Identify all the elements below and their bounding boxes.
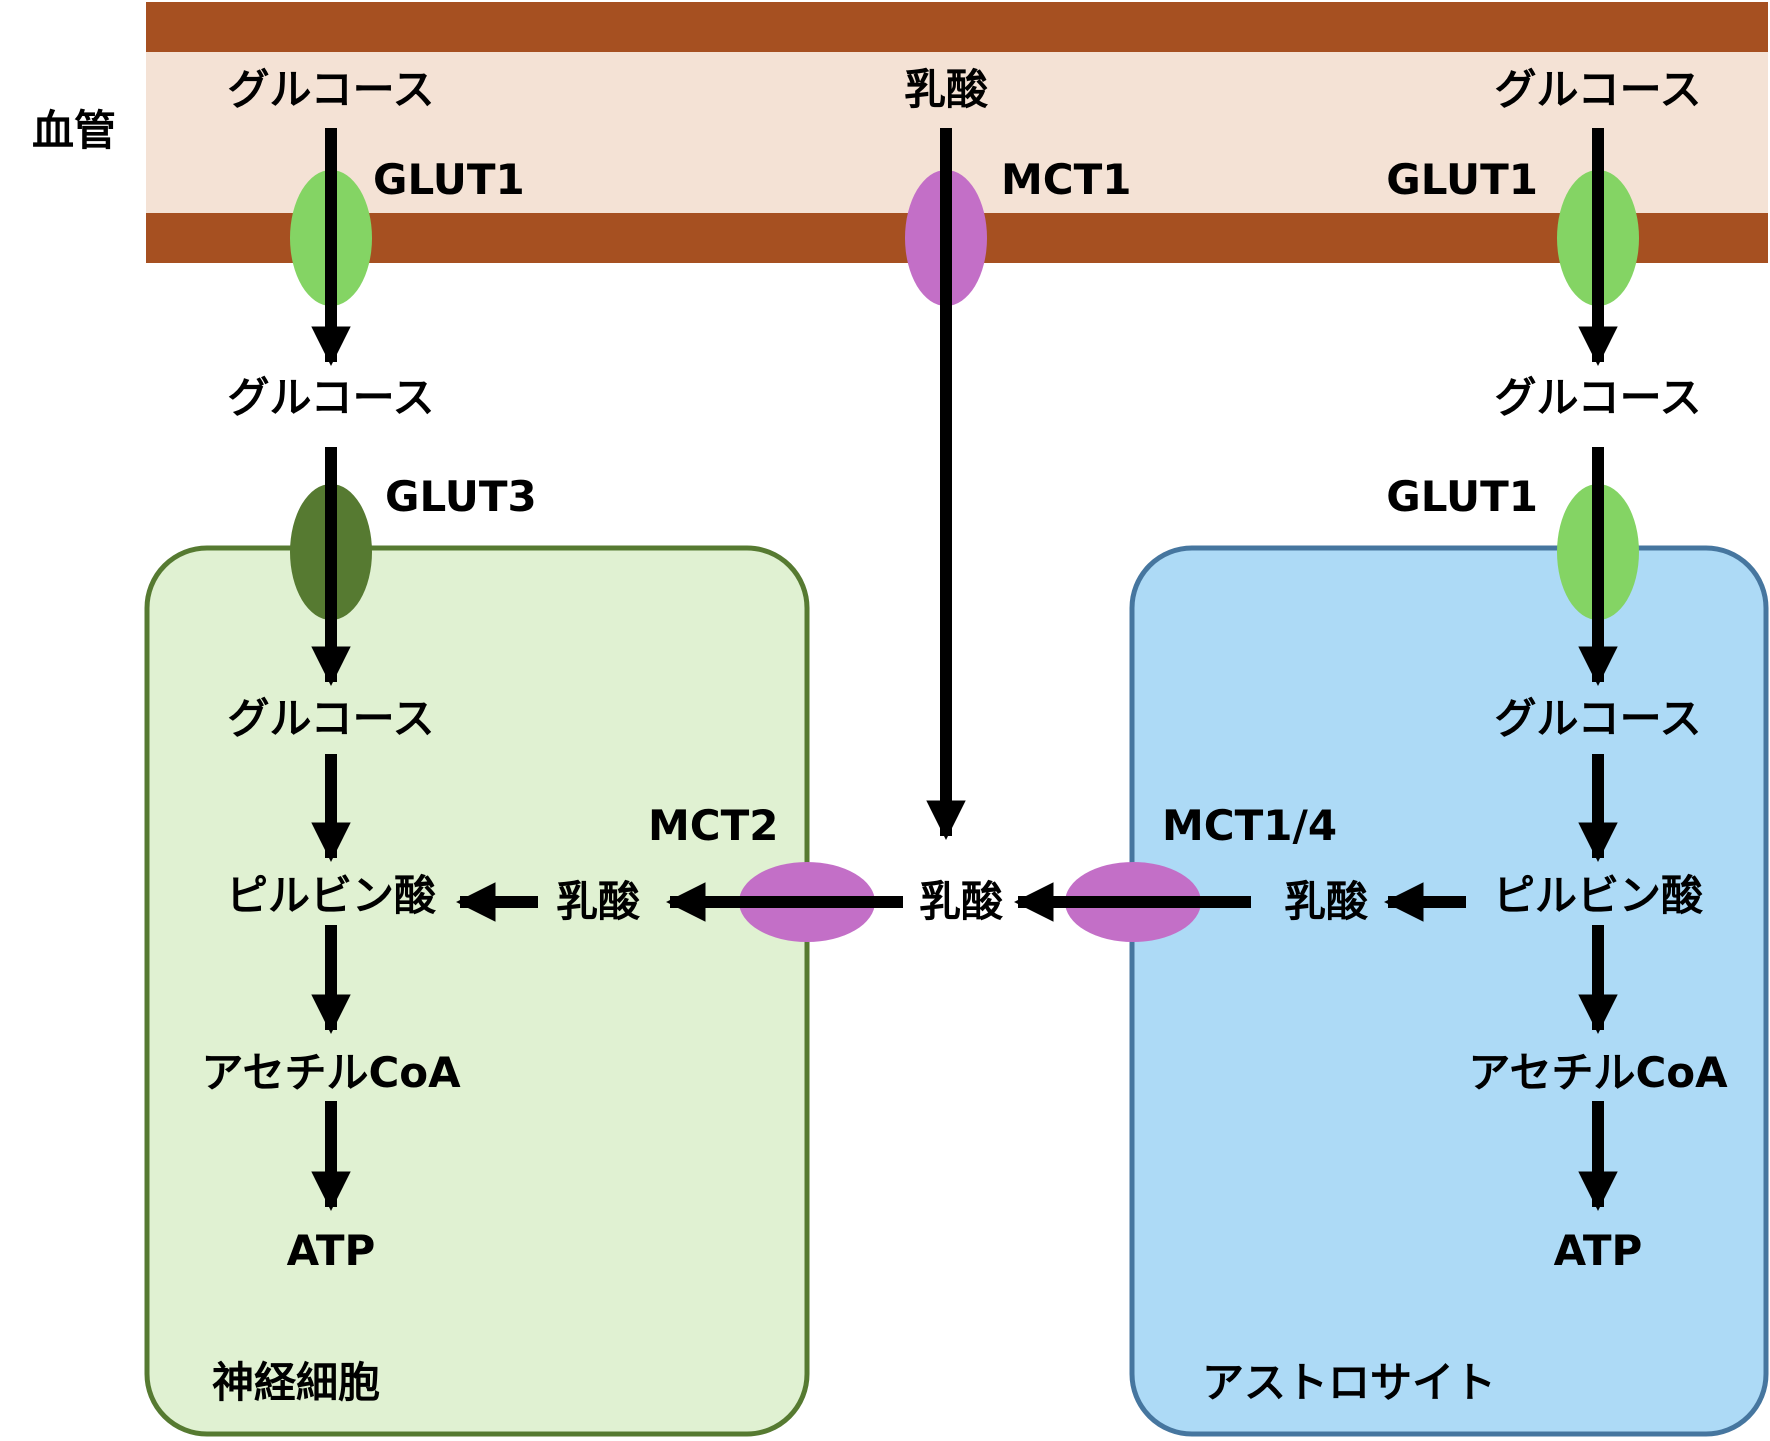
interstitial-glucose-right: グルコース [1494, 373, 1701, 422]
astro-atp: ATP [1554, 1226, 1643, 1275]
astro-pyruvate: ピルビン酸 [1493, 871, 1704, 920]
astro-glut1-label: GLUT1 [1386, 472, 1538, 521]
interstitial-glucose-left: グルコース [227, 373, 434, 422]
vessel-glucose-left: グルコース [227, 65, 434, 114]
mct2-label: MCT2 [648, 801, 779, 850]
vessel-lactate: 乳酸 [904, 65, 989, 114]
vessel-label: 血管 [32, 106, 116, 155]
astro-glucose: グルコース [1494, 694, 1701, 743]
neuron-cell [144, 545, 810, 1437]
neuron-glucose: グルコース [227, 694, 434, 743]
blood-vessel [146, 2, 1768, 263]
neuron-label: 神経細胞 [212, 1358, 380, 1407]
glut1-left-label: GLUT1 [373, 155, 525, 204]
interstitial-lactate: 乳酸 [919, 877, 1004, 926]
astro-lactate: 乳酸 [1284, 877, 1369, 926]
neuron-acetylcoa: アセチルCoA [201, 1048, 461, 1097]
astrocyte-label: アストロサイト [1202, 1358, 1496, 1407]
astro-acetylcoa: アセチルCoA [1468, 1048, 1728, 1097]
mct1-label: MCT1 [1001, 155, 1132, 204]
vessel-glucose-right: グルコース [1494, 65, 1701, 114]
neuron-lactate: 乳酸 [556, 877, 641, 926]
vessel-wall-top [146, 2, 1768, 52]
mct14-label: MCT1/4 [1162, 801, 1337, 850]
astrocyte-cell [1129, 545, 1769, 1437]
glut1-right-label: GLUT1 [1386, 155, 1538, 204]
glut3-label: GLUT3 [385, 472, 537, 521]
neuron-atp: ATP [287, 1226, 376, 1275]
neuron-pyruvate: ピルビン酸 [226, 871, 437, 920]
